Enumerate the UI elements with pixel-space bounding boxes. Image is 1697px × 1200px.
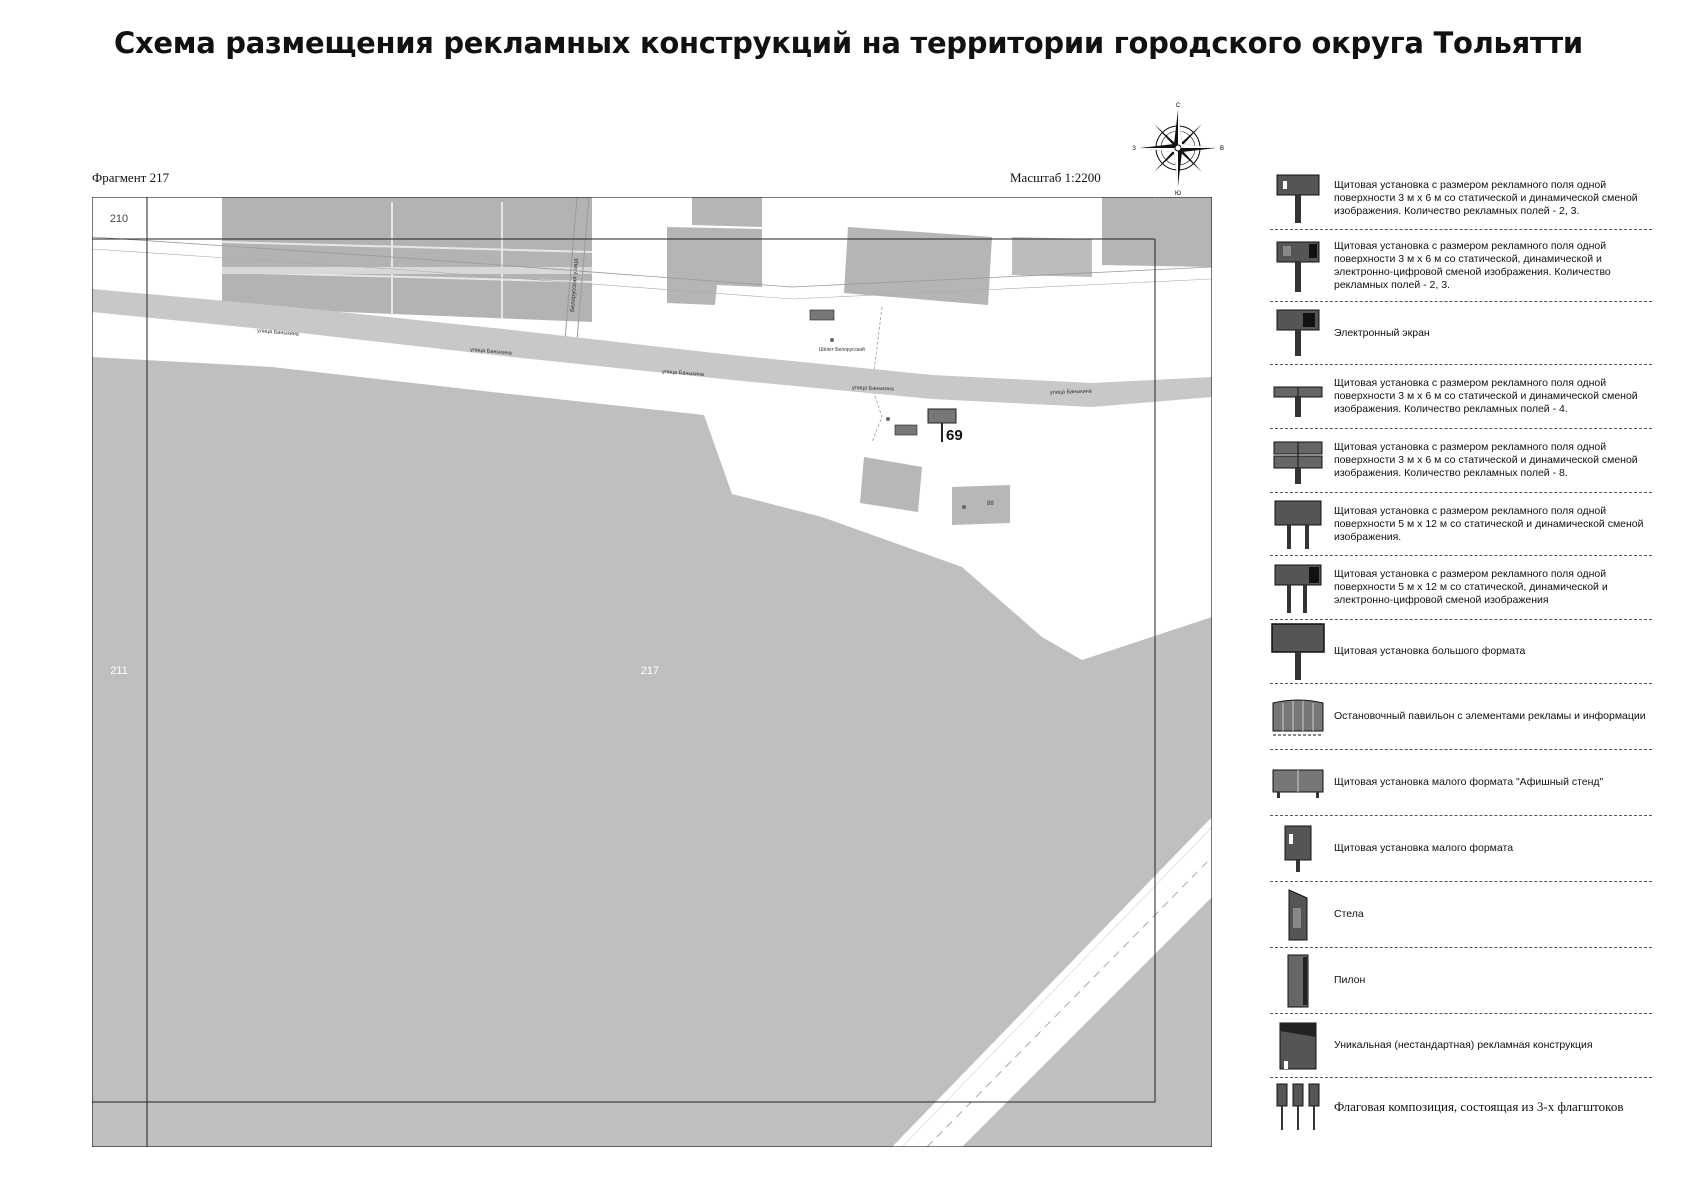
legend-item: Щитовая установка с размером рекламного … <box>1270 556 1652 620</box>
compass-e: В <box>1220 146 1224 152</box>
pylon-icon <box>1287 954 1309 1007</box>
scale-label: Масштаб 1:2200 <box>1010 170 1101 185</box>
billboard-number: 69 <box>946 427 963 444</box>
billboard-5x12-icon <box>1274 500 1322 549</box>
building-top-4 <box>1102 197 1212 267</box>
billboard-5x12-digital-icon <box>1274 564 1322 613</box>
building-top-2 <box>692 197 762 227</box>
billboard-8-fields-icon <box>1273 441 1323 484</box>
legend-text: Щитовая установка с размером рекламного … <box>1334 441 1638 479</box>
legend: Щитовая установка с размером рекламного … <box>1270 168 1652 1136</box>
compass-w: З <box>1132 146 1136 152</box>
poi-label: Шёлкт Белорусский <box>819 346 865 353</box>
side-street-label: Белорусская улица <box>570 258 580 313</box>
legend-text: Остановочный павильон с элементами рекла… <box>1334 710 1646 722</box>
map-stop-icon[interactable] <box>809 309 835 321</box>
legend-text: Щитовая установка с размером рекламного … <box>1334 568 1608 606</box>
legend-text: Щитовая установка малого формата <box>1334 842 1514 854</box>
legend-item: Электронный экран <box>1270 302 1652 365</box>
sheet-217-label: 217 <box>641 665 659 677</box>
unique-construction-icon <box>1279 1022 1317 1069</box>
legend-text: Пилон <box>1334 974 1366 986</box>
legend-item: Уникальная (нестандартная) рекламная кон… <box>1270 1014 1652 1078</box>
billboard-3x6-icon <box>1276 174 1320 223</box>
billboard-4-fields-icon <box>1273 386 1323 417</box>
building-small-2 <box>952 485 1010 525</box>
legend-text: Щитовая установка малого формата "Афишны… <box>1334 776 1604 788</box>
map-fragment[interactable]: Белорусская улица 88 улица Баныкина улиц… <box>92 197 1212 1147</box>
legend-text: Щитовая установка большого формата <box>1334 645 1526 657</box>
diagonal-road <box>892 817 1212 1147</box>
billboard-3x6-digital-icon <box>1276 241 1320 292</box>
building-small-1 <box>860 457 922 512</box>
legend-item: Щитовая установка с размером рекламного … <box>1270 493 1652 556</box>
poster-stand-icon <box>1272 769 1324 798</box>
legend-item: Щитовая установка с размером рекламного … <box>1270 365 1652 429</box>
legend-text: Щитовая установка с размером рекламного … <box>1334 377 1638 415</box>
legend-text: Щитовая установка с размером рекламного … <box>1334 239 1611 291</box>
legend-text: Щитовая установка с размером рекламного … <box>1334 504 1644 543</box>
building-number: 88 <box>987 501 994 507</box>
street-banykina-road <box>92 289 1212 407</box>
legend-item: Пилон <box>1270 948 1652 1014</box>
street-label-2: улица Баныкина <box>470 347 513 357</box>
building-top-1 <box>667 227 762 305</box>
street-label-4: улица Баныкина <box>852 385 895 392</box>
legend-item: Щитовая установка с размером рекламного … <box>1270 168 1652 230</box>
sheet-210-label: 210 <box>110 213 128 225</box>
legend-item: Щитовая установка с размером рекламного … <box>1270 429 1652 493</box>
building-block-left <box>222 197 592 322</box>
legend-item: Щитовая установка большого формата <box>1270 620 1652 684</box>
legend-item: Щитовая установка малого формата "Афишны… <box>1270 750 1652 816</box>
building-top-3 <box>844 227 992 305</box>
large-format-billboard-icon <box>1271 622 1325 680</box>
legend-text: Электронный экран <box>1334 326 1430 339</box>
legend-text: Уникальная (нестандартная) рекламная кон… <box>1334 1039 1593 1051</box>
legend-text: Щитовая установка с размером рекламного … <box>1334 179 1638 217</box>
legend-item: Стела <box>1270 882 1652 948</box>
legend-item: Флаговая композиция, состоящая из 3-х фл… <box>1270 1078 1652 1136</box>
compass-rose-icon: С Ю З В <box>1132 103 1224 196</box>
legend-item: Щитовая установка с размером рекламного … <box>1270 230 1652 302</box>
legend-text: Флаговая композиция, состоящая из 3-х фл… <box>1334 1099 1624 1114</box>
page-title: Схема размещения рекламных конструкций н… <box>114 26 1583 60</box>
street-label-3: улица Баныкина <box>662 369 705 378</box>
legend-item: Щитовая установка малого формата <box>1270 816 1652 882</box>
flag-composition-icon <box>1276 1083 1320 1130</box>
map-bus-stop-icon[interactable] <box>894 424 918 436</box>
fragment-label: Фрагмент 217 <box>92 170 170 185</box>
land-area <box>92 357 1212 1147</box>
compass-s: Ю <box>1175 191 1181 196</box>
stela-icon <box>1288 888 1308 940</box>
street-label-1: улица Баныкина <box>257 328 300 338</box>
street-label-5: улица Баныкина <box>1050 389 1093 396</box>
legend-item: Остановочный павильон с элементами рекла… <box>1270 684 1652 750</box>
small-format-billboard-icon <box>1284 825 1312 872</box>
legend-text: Стела <box>1334 908 1364 920</box>
building-top-5 <box>1012 237 1092 277</box>
electronic-screen-icon <box>1276 309 1320 356</box>
bus-stop-pavilion-icon <box>1272 699 1324 735</box>
sheet-211-label: 211 <box>110 665 128 677</box>
billboard-69-icon[interactable] <box>927 408 957 442</box>
compass-n: С <box>1176 103 1181 109</box>
